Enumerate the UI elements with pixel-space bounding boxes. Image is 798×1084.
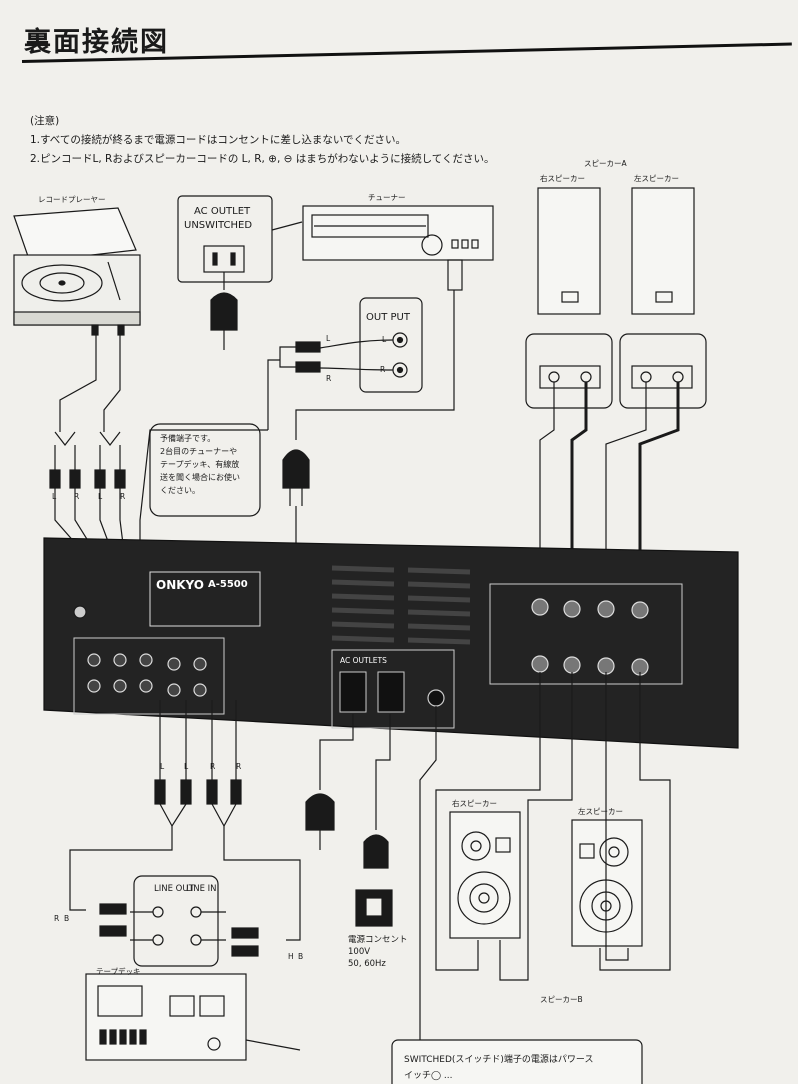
page-title: 裏面接続図 xyxy=(24,27,169,58)
tape-in-r-label: R xyxy=(236,762,242,771)
tuner-label: チューナー xyxy=(368,193,406,202)
tape-h-label: H xyxy=(288,952,294,961)
tape-deck-label: テープデッキ xyxy=(96,967,141,976)
speaker-a-right xyxy=(525,187,613,409)
amplifier-rear-panel xyxy=(43,537,739,749)
speaker-b-right xyxy=(449,811,521,939)
speaker-a-right-label: 右スピーカー xyxy=(540,174,585,183)
tape-in-l-label: R xyxy=(210,762,216,771)
tape-cables xyxy=(69,700,301,941)
tape-b-label: B xyxy=(64,914,70,923)
plug-r-label: R xyxy=(326,374,332,383)
ac-outlets-label: AC OUTLETS xyxy=(340,656,387,665)
speaker-b-label: スピーカーB xyxy=(540,995,583,1004)
speaker-a-cables xyxy=(539,382,680,600)
speaker-a-label: スピーカーA xyxy=(584,159,627,168)
switched-plugs xyxy=(305,706,640,1051)
line-out-label: LINE OUT xyxy=(154,884,194,894)
speaker-a-left xyxy=(619,187,707,409)
spare-terminal-note: 予備端子です。 2台目のチューナーや テープデッキ、有線放 送を聞く場合にお使い… xyxy=(160,434,240,495)
output-l-label: L xyxy=(382,335,387,344)
caution-item-2: 2.ピンコードL, Rおよびスピーカーコードの L, R, ⊕, ⊖ はまちがわ… xyxy=(30,153,495,165)
speaker-b-cables xyxy=(435,672,671,981)
speaker-b-left-label: 左スピーカー xyxy=(578,807,623,816)
caution-notes: (注意) 1.すべての接続が終るまで電源コードはコンセントに差し込まないでくださ… xyxy=(30,112,494,169)
speaker-a-left-label: 左スピーカー xyxy=(634,174,679,183)
ac-outlet-unswitched-label: UNSWITCHED xyxy=(184,220,253,231)
output-r-label: R xyxy=(380,365,386,374)
spare-terminal-callout xyxy=(149,423,261,517)
switched-note: SWITCHED(スイッチド)端子の電源はパワース イッチ◯ ... xyxy=(404,1055,594,1081)
caution-heading: (注意) xyxy=(30,115,60,127)
speaker-b-right-label: 右スピーカー xyxy=(452,799,497,808)
ac-outlet-label: AC OUTLET xyxy=(194,206,251,217)
tuner-in-r-label: R xyxy=(120,492,126,501)
outlet-plug xyxy=(210,272,238,350)
tuner-in-l-label: L xyxy=(98,492,103,501)
record-player-illustration xyxy=(13,207,141,336)
tape-connector-panel xyxy=(99,875,259,967)
speaker-b-left xyxy=(571,819,643,947)
phono-r-label: R xyxy=(74,492,80,501)
phono-l-label: L xyxy=(52,492,57,501)
amp-model: A-5500 xyxy=(208,579,248,590)
ac-outlet-box xyxy=(177,195,303,283)
record-player-label: レコードプレーヤー xyxy=(38,195,106,204)
caution-item-1: 1.すべての接続が終るまで電源コードはコンセントに差し込まないでください。 xyxy=(30,134,407,146)
switched-note-box xyxy=(391,1039,643,1084)
tape-out-l-label: L xyxy=(160,762,165,771)
output-label: OUT PUT xyxy=(366,312,410,323)
tuner-output-panel xyxy=(267,297,423,430)
amp-brand: ONKYO xyxy=(156,578,205,592)
plug-l-label: L xyxy=(326,334,331,343)
tuner-illustration xyxy=(302,205,494,291)
tape-b2-label: B xyxy=(298,952,304,961)
tape-r-label: R xyxy=(54,914,60,923)
tape-out-r-label: L xyxy=(184,762,189,771)
power-outlet-label: 電源コンセント 100V 50, 60Hz xyxy=(348,935,408,969)
line-in-label: LINE IN xyxy=(186,884,217,894)
tape-deck-illustration xyxy=(85,973,301,1061)
